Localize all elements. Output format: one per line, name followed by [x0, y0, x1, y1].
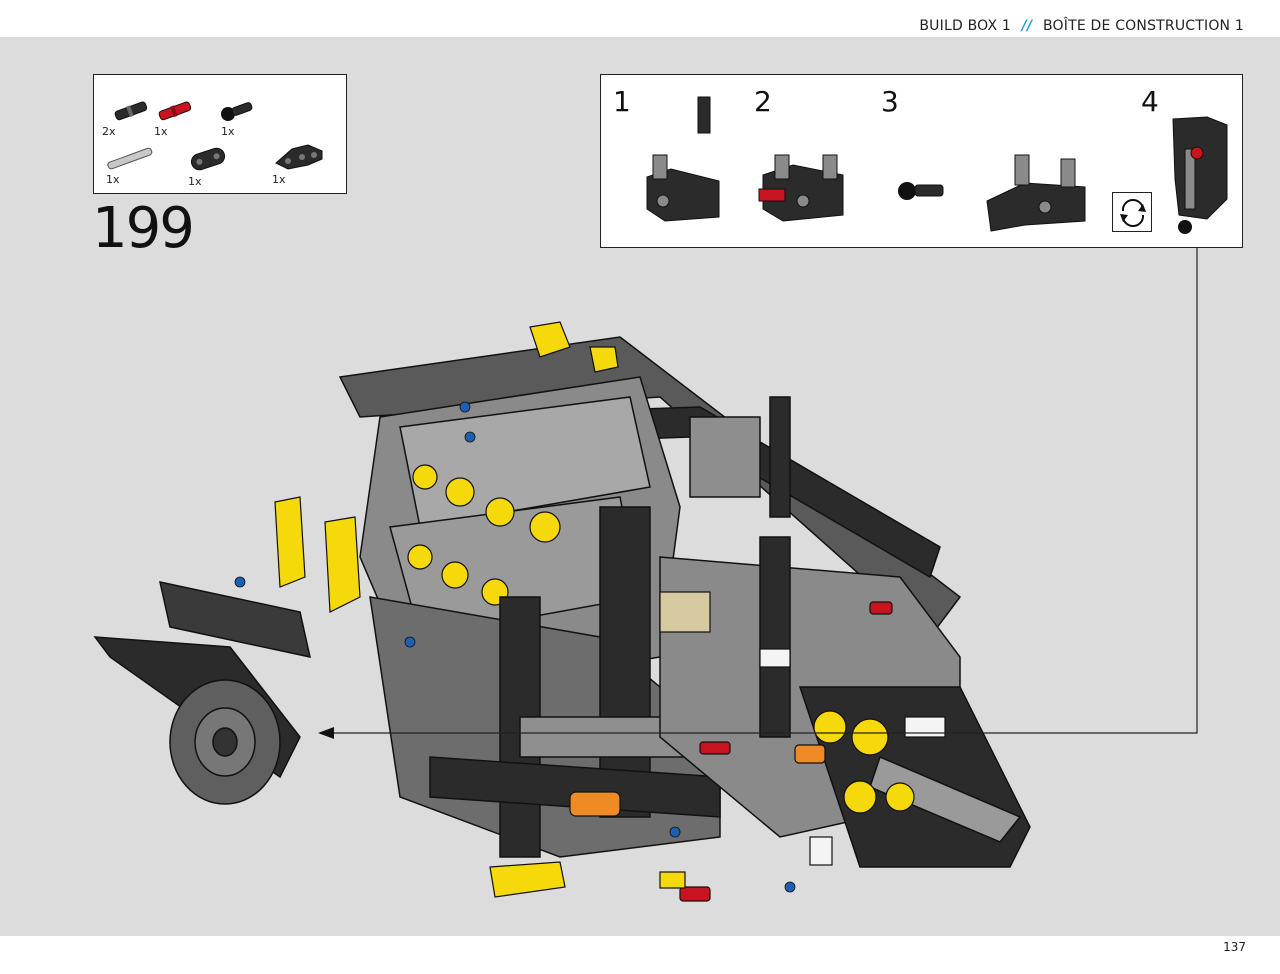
ball-joint-pin-icon: [221, 102, 253, 121]
black-triple-beam-icon: [275, 144, 323, 170]
substep-1-illustration: [646, 96, 720, 222]
parts-list: 2x 1x 1x 1x 1x 1x: [93, 74, 347, 194]
substep-2-illustration: [758, 154, 844, 222]
page-number: 137: [1223, 940, 1246, 954]
grey-axle-icon: [107, 147, 153, 170]
header-box-label-fr: BOÎTE DE CONSTRUCTION 1: [1042, 18, 1244, 34]
substep-number: 2: [754, 85, 772, 118]
red-axle-pin-icon: [158, 101, 192, 121]
part-qty: 1x: [154, 125, 168, 138]
black-beam-2-icon: [190, 147, 226, 171]
header-box-label: BUILD BOX 1: [919, 18, 1012, 34]
step-number: 199: [92, 196, 195, 261]
part-qty: 1x: [188, 175, 202, 188]
substep-number: 3: [881, 85, 899, 118]
part-qty: 1x: [106, 173, 120, 186]
substep-3-illustration: [898, 154, 1086, 232]
substep-4-illustration: [1172, 116, 1228, 234]
substep-number: 1: [613, 85, 631, 118]
rotate-arrows-icon: [1112, 192, 1152, 232]
header-separator: //: [1021, 18, 1033, 34]
main-model-illustration: [93, 247, 1198, 902]
part-qty: 1x: [221, 125, 235, 138]
page-header: BUILD BOX 1 // BOÎTE DE CONSTRUCTION 1: [919, 18, 1244, 34]
subassembly-box: 1 2 3 4: [600, 74, 1243, 248]
part-qty: 1x: [272, 173, 286, 186]
part-qty: 2x: [102, 125, 116, 138]
substep-number: 4: [1141, 85, 1159, 118]
black-axle-pin-icon: [114, 101, 148, 121]
